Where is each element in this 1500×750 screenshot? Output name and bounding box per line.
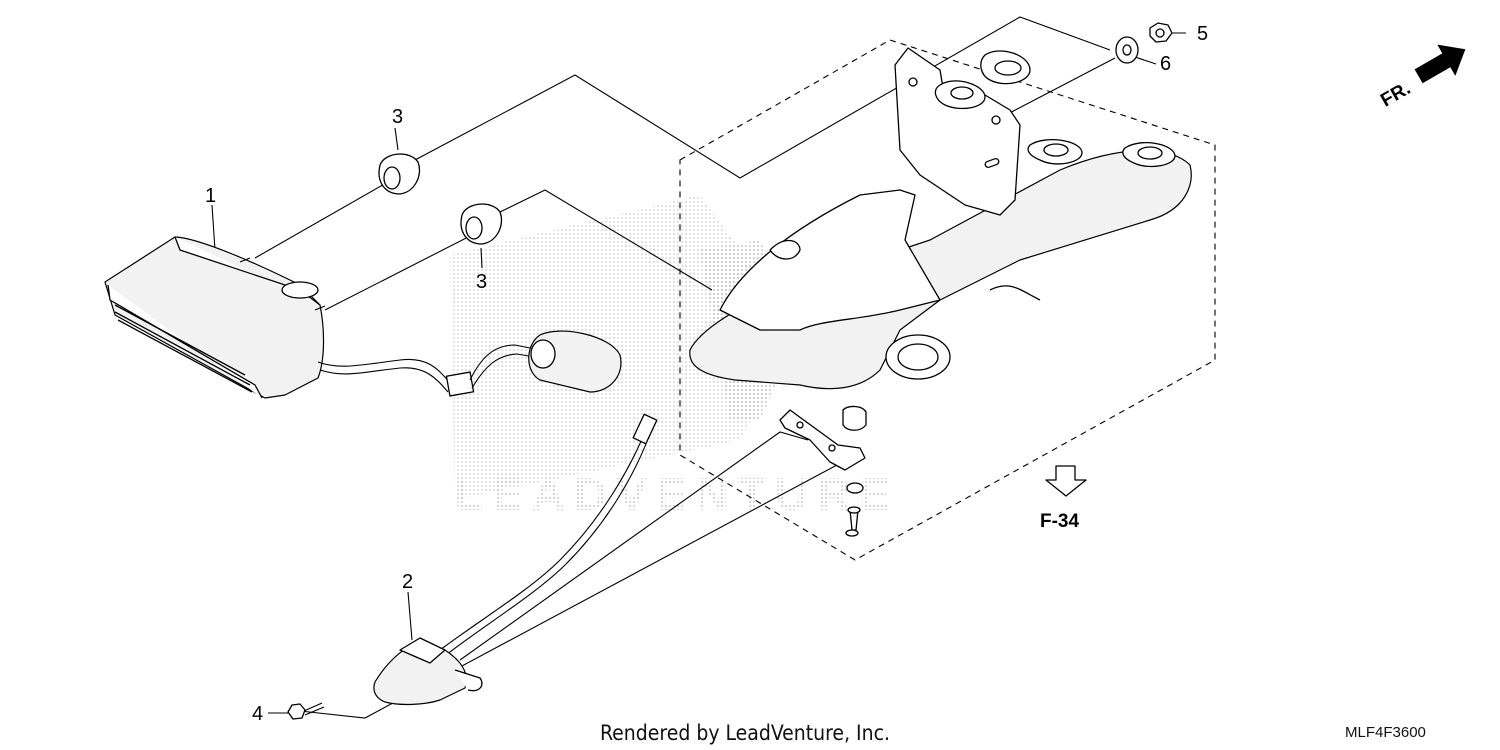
callout-4: 4 <box>252 703 263 725</box>
grommet-upper <box>378 153 421 195</box>
rear-fender-assembly <box>689 47 1192 390</box>
callout-3-lower: 3 <box>476 271 487 293</box>
license-light-bracket <box>779 405 867 537</box>
nut <box>1149 22 1173 43</box>
front-direction-icon <box>1414 44 1466 84</box>
reference-arrow-icon <box>1045 465 1087 497</box>
watermark-text: LEADVENTURE <box>455 468 899 520</box>
license-light <box>373 413 658 706</box>
leader-lines <box>211 16 1186 719</box>
taillight-harness <box>317 330 622 397</box>
callout-2: 2 <box>402 571 413 593</box>
callout-3-upper: 3 <box>392 106 403 128</box>
washer <box>1115 36 1139 64</box>
screw <box>287 702 325 720</box>
callout-5: 5 <box>1197 23 1208 45</box>
grommet-lower <box>460 203 503 245</box>
diagram-code: MLF4F3600 <box>1345 724 1426 741</box>
front-direction-label: FR. <box>1377 78 1414 111</box>
reference-label: F-34 <box>1040 511 1080 532</box>
taillight <box>104 236 326 399</box>
callout-6: 6 <box>1160 53 1171 75</box>
footer-credit: Rendered by LeadVenture, Inc. <box>600 721 890 745</box>
callout-1: 1 <box>205 185 216 207</box>
